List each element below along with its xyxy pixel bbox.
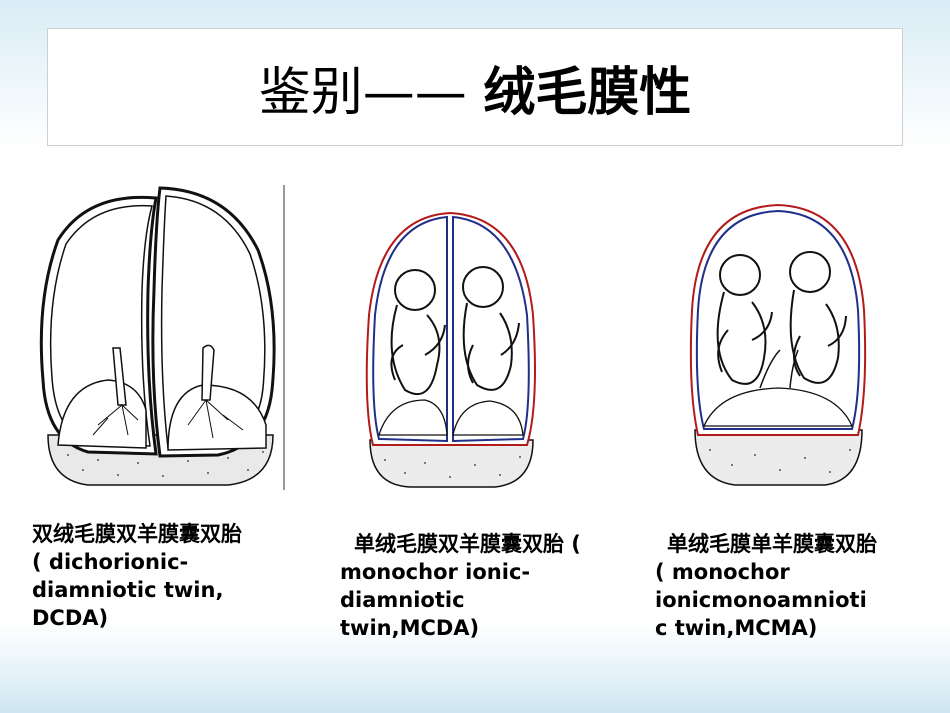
title-prefix: 鉴别——	[258, 62, 484, 123]
mcda-illustration	[365, 211, 536, 488]
mcma-illustration	[689, 203, 867, 486]
title-box: 鉴别—— 绒毛膜性	[47, 28, 903, 146]
caption-line: diamniotic	[340, 588, 465, 612]
caption-line: 单绒毛膜单羊膜囊双胎	[667, 532, 877, 556]
caption-line: 单绒毛膜双羊膜囊双胎 (	[354, 532, 581, 556]
caption-line: diamniotic twin,	[32, 578, 224, 602]
caption-line: ionicmonoamnioti	[655, 588, 867, 612]
caption-line: ( monochor	[655, 560, 790, 584]
caption-mcda: 单绒毛膜双羊膜囊双胎 ( monochor ionic- diamniotic …	[340, 530, 581, 642]
dcda-illustration	[39, 185, 285, 490]
caption-line: twin,MCDA)	[340, 616, 480, 640]
caption-line: DCDA)	[32, 606, 109, 630]
caption-line: ( dichorionic-	[32, 550, 189, 574]
slide-title: 鉴别—— 绒毛膜性	[259, 50, 692, 125]
footer-background	[0, 623, 950, 713]
title-emphasis: 绒毛膜性	[483, 62, 692, 123]
caption-dcda: 双绒毛膜双羊膜囊双胎 ( dichorionic- diamniotic twi…	[32, 520, 242, 632]
caption-line: monochor ionic-	[340, 560, 531, 584]
caption-mcma: 单绒毛膜单羊膜囊双胎 ( monochor ionicmonoamnioti c…	[655, 530, 877, 642]
caption-line: 双绒毛膜双羊膜囊双胎	[32, 522, 242, 546]
caption-line: c twin,MCMA)	[655, 616, 818, 640]
